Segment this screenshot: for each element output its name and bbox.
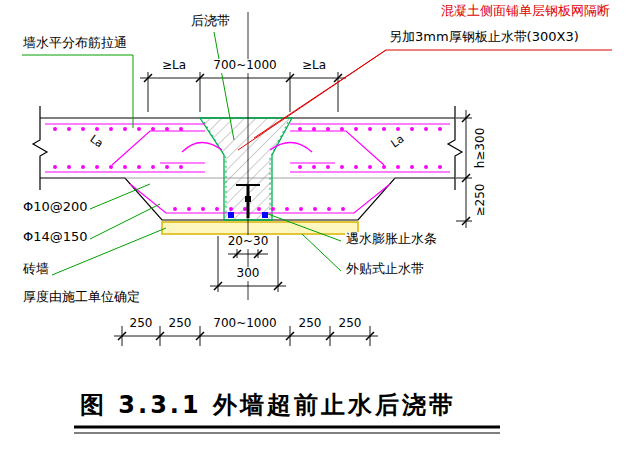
lap-length: La xyxy=(86,133,105,152)
concrete-outline xyxy=(33,106,462,220)
dimension: 250 xyxy=(338,317,363,331)
dimension-lines xyxy=(118,332,374,340)
dimension-lines xyxy=(456,110,472,228)
red-leader-lines xyxy=(386,50,612,51)
concrete-outline xyxy=(33,106,47,190)
leader-lines xyxy=(22,55,133,128)
caption-underline xyxy=(74,427,500,433)
lap-length: La xyxy=(388,133,407,152)
waterstop xyxy=(228,212,234,218)
rebar-spec: Φ10@200 xyxy=(22,200,89,215)
dimension: 700~1000 xyxy=(212,317,278,331)
dimension-lines xyxy=(114,336,378,337)
concrete-outline xyxy=(448,106,462,190)
caption-underline xyxy=(74,426,500,429)
rebar xyxy=(160,162,335,163)
dimension-lines xyxy=(148,72,338,112)
dimension-lines xyxy=(140,78,346,79)
leader-lines xyxy=(22,32,341,275)
dimension-lines xyxy=(233,250,262,258)
leader-lines xyxy=(302,234,341,271)
rebar xyxy=(130,184,390,213)
dimension-lines xyxy=(144,74,342,82)
dimension-lines xyxy=(228,248,268,258)
caption-underline xyxy=(74,433,500,434)
center-line xyxy=(248,12,249,300)
waterstop-label: 外贴式止水带 xyxy=(345,262,425,277)
rebar xyxy=(175,207,350,211)
brick-wall xyxy=(162,222,358,234)
dimension: 700~1000 xyxy=(212,59,278,73)
dimension: 250 xyxy=(298,317,323,331)
post-pour-band xyxy=(204,122,288,216)
center-line xyxy=(248,12,249,300)
brick-wall xyxy=(162,222,358,234)
leader-lines xyxy=(214,32,234,140)
red-leader-lines xyxy=(238,50,612,150)
mesh-note: 混凝土侧面铺单层钢板网隔断 xyxy=(440,4,611,19)
dimension-lines xyxy=(214,282,282,290)
dimension: h≥300 xyxy=(474,127,488,170)
band-label: 后浇带 xyxy=(190,14,231,29)
rebar xyxy=(55,129,445,167)
rebar-spec: Φ14@150 xyxy=(22,230,89,245)
dimension: ≥La xyxy=(301,59,327,73)
dimension: 20~30 xyxy=(227,235,270,249)
rebar xyxy=(45,124,450,172)
dimension-lines xyxy=(210,236,286,292)
leader-lines xyxy=(90,184,150,209)
post-pour-band xyxy=(200,118,292,220)
post-pour-band xyxy=(200,118,292,220)
dimension: 300 xyxy=(236,267,261,281)
rebar xyxy=(290,131,384,165)
plate-note: 另加3mm厚钢板止水带(300X3) xyxy=(388,30,580,45)
waterstop xyxy=(262,212,268,218)
dimension: ≥La xyxy=(161,59,187,73)
dimension-lines xyxy=(462,114,470,225)
dimension: ≥250 xyxy=(474,183,488,218)
dimension: 250 xyxy=(168,317,193,331)
rebar xyxy=(112,131,205,165)
wall-note: 厚度由施工单位确定 xyxy=(22,290,141,305)
concrete-outline xyxy=(40,178,455,220)
leader-lines xyxy=(90,204,160,239)
strip-label: 遇水膨胀止水条 xyxy=(345,232,438,247)
dimension: 250 xyxy=(129,317,154,331)
wall-label: 砖墙 xyxy=(22,262,50,277)
rebar xyxy=(45,124,450,213)
rebar-note: 墙水平分布筋拉通 xyxy=(22,36,128,51)
figure-caption: 图 3.3.1 外墙超前止水后浇带 xyxy=(80,392,456,420)
